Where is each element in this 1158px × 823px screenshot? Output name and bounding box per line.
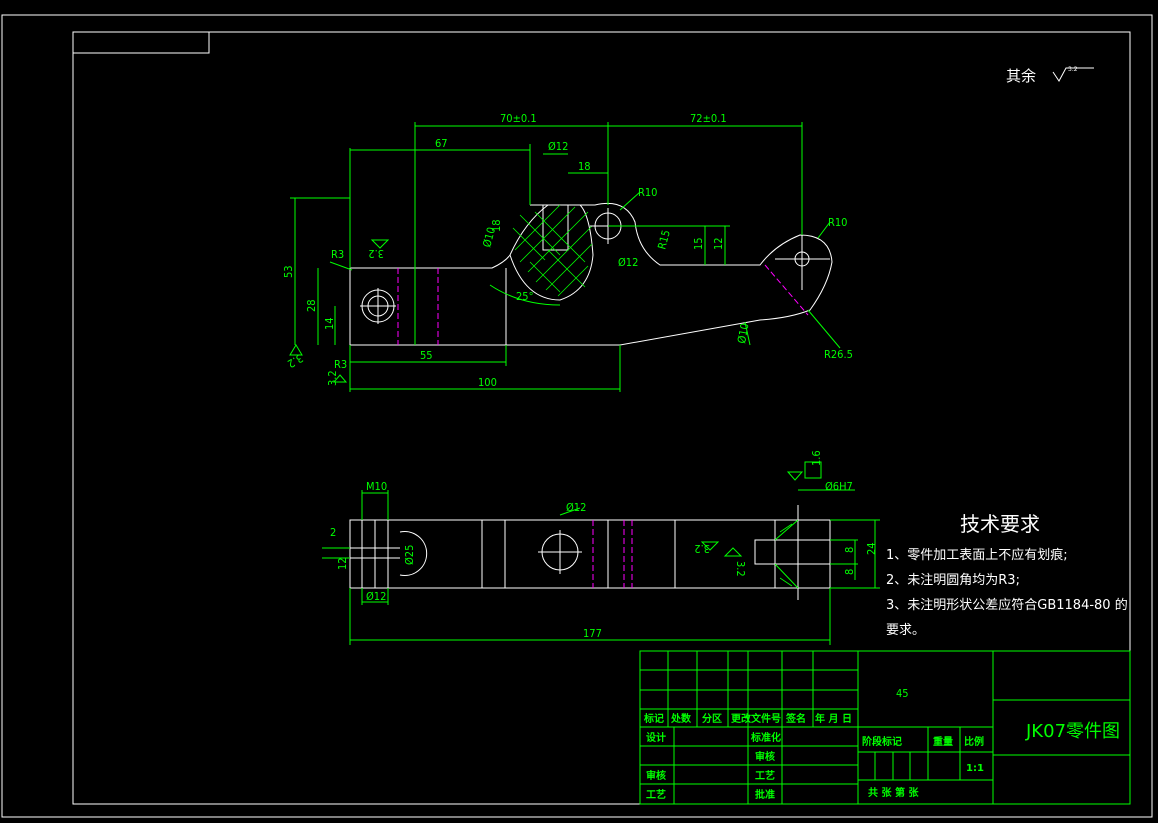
tech-item-2: 2、未注明圆角均为R3; [886,573,1020,588]
svg-text:67: 67 [435,137,448,150]
svg-text:分区: 分区 [702,712,722,725]
svg-text:100: 100 [478,376,497,389]
svg-text:1.6: 1.6 [810,450,823,466]
svg-text:3.2: 3.2 [368,247,384,260]
svg-text:53: 53 [282,265,295,278]
svg-text:签名: 签名 [785,712,806,725]
svg-text:审核: 审核 [755,750,775,763]
svg-text:工艺: 工艺 [755,769,775,782]
top-view [349,202,833,346]
svg-text:177: 177 [583,627,602,640]
svg-text:比例: 比例 [964,735,984,748]
svg-text:年 月 日: 年 月 日 [815,712,852,725]
technical-requirements: 技术要求 1、零件加工表面上不应有划痕; 2、未注明圆角均为R3; 3、未注明形… [886,512,1128,638]
svg-text:R3: R3 [334,358,347,371]
svg-text:R10: R10 [828,216,847,229]
svg-text:1:1: 1:1 [966,763,984,774]
bottom-view [349,505,831,600]
svg-text:M10: M10 [366,480,387,493]
svg-text:Ø10: Ø10 [735,322,751,344]
svg-text:R15: R15 [655,229,673,251]
tech-item-3: 3、未注明形状公差应符合GB1184-80 的 [886,597,1128,613]
svg-text:阶段标记: 阶段标记 [862,735,902,748]
svg-text:Ø12: Ø12 [618,256,638,269]
svg-text:其余: 其余 [1006,67,1036,85]
tech-item-1: 1、零件加工表面上不应有划痕; [886,547,1068,563]
svg-text:12: 12 [712,237,725,250]
svg-text:3.2: 3.2 [326,370,339,386]
svg-text:Ø25: Ø25 [403,545,416,565]
bottom-dimensions: M10 Ø12 Ø6H7 1.6 2 12 Ø25 Ø12 177 24 8 8… [322,450,880,645]
svg-text:Ø6H7: Ø6H7 [825,480,853,493]
svg-text:15: 15 [692,237,705,250]
svg-text:18: 18 [490,219,503,232]
svg-text:3.2: 3.2 [285,351,305,370]
code-box [72,31,210,54]
svg-text:8: 8 [843,569,856,575]
svg-text:55: 55 [420,349,433,362]
tech-title: 技术要求 [960,512,1040,536]
tech-item-4: 要求。 [886,623,925,638]
svg-text:R10: R10 [638,186,657,199]
svg-text:批准: 批准 [755,788,775,801]
section-hatch [512,204,593,297]
title-block: 45 JK07零件图 标记 处数 分区 更改文件号 签名 年 月 日 设计 标准… [639,650,1131,805]
svg-text:设计: 设计 [646,731,666,744]
roughness-note: 其余 3.2 [1006,66,1094,85]
svg-text:Ø12: Ø12 [548,140,568,153]
part-outline-bottom [349,519,831,589]
svg-text:共 张 第 张: 共 张 第 张 [868,786,919,799]
svg-text:R3: R3 [331,248,344,261]
svg-text:70±0.1: 70±0.1 [500,112,537,125]
svg-text:Ø10: Ø10 [480,226,498,249]
svg-text:12: 12 [336,557,349,570]
svg-text:72±0.1: 72±0.1 [690,112,727,125]
svg-text:工艺: 工艺 [646,788,666,801]
svg-text:审核: 审核 [646,769,666,782]
svg-text:14: 14 [323,317,336,330]
svg-text:标准化: 标准化 [750,731,781,744]
outer-frame [1,14,1153,818]
svg-text:28: 28 [305,299,318,312]
svg-text:8: 8 [843,547,856,553]
svg-text:3.2: 3.2 [694,542,710,555]
svg-text:Ø12: Ø12 [366,590,386,603]
svg-text:Ø12: Ø12 [566,501,586,514]
svg-text:R26.5: R26.5 [824,348,853,361]
drawing-name: JK07零件图 [1025,721,1120,742]
svg-text:24: 24 [865,542,878,555]
inner-frame [72,31,1131,805]
svg-text:更改文件号: 更改文件号 [731,712,781,725]
top-dimensions: 70±0.1 72±0.1 67 Ø12 18 R10 R10 18 Ø10 R… [282,112,853,392]
part-outline-top [349,202,833,346]
svg-text:18: 18 [578,160,591,173]
svg-text:2: 2 [330,526,336,539]
svg-text:标记: 标记 [643,712,664,725]
svg-text:处数: 处数 [670,712,692,725]
svg-text:3.2: 3.2 [1068,66,1078,73]
svg-text:3.2: 3.2 [734,561,747,577]
svg-text:25°: 25° [516,290,534,303]
material: 45 [896,687,909,700]
svg-text:重量: 重量 [933,735,953,748]
